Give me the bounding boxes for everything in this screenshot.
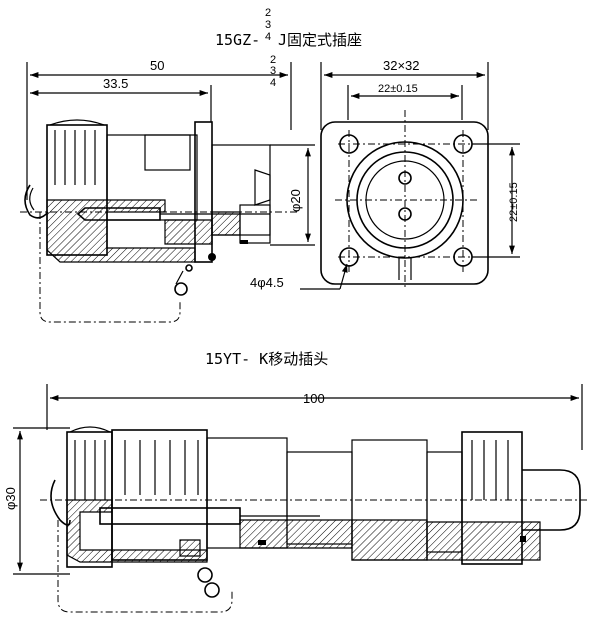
dim-hole-spacing-v: 22±0.15 <box>508 182 520 222</box>
top-title-variant-3: 4 <box>265 31 271 43</box>
socket-front-view: 32×32 22±0.15 22±0.15 <box>250 58 520 290</box>
side-variant-3: 4 <box>270 77 276 89</box>
dim-flange-size: 32×32 <box>383 58 420 73</box>
top-title-suffix: J固定式插座 <box>278 31 362 49</box>
top-title-variant-1: 2 <box>265 7 271 19</box>
dim-length-total: 50 <box>150 58 164 73</box>
plug-side-view: 100 φ30 <box>3 384 590 613</box>
top-title-variant-2: 3 <box>265 19 271 31</box>
socket-side-view: 50 2 3 4 33.5 <box>20 54 315 323</box>
bottom-title: 15YT- K移动插头 <box>205 350 328 368</box>
dim-length-total-100: 100 <box>303 391 325 406</box>
dim-hole-spacing-h: 22±0.15 <box>378 83 418 95</box>
side-variant-1: 2 <box>270 54 276 66</box>
top-title-prefix: 15GZ- <box>215 31 260 49</box>
side-variant-2: 3 <box>270 65 276 77</box>
top-title: 15GZ- 2 3 4 J固定式插座 <box>215 7 362 49</box>
dim-length-partial: 33.5 <box>103 76 128 91</box>
dim-holes: 4φ4.5 <box>250 275 284 290</box>
dim-diameter-30: φ30 <box>3 487 18 510</box>
dim-diameter-20: φ20 <box>288 189 303 212</box>
